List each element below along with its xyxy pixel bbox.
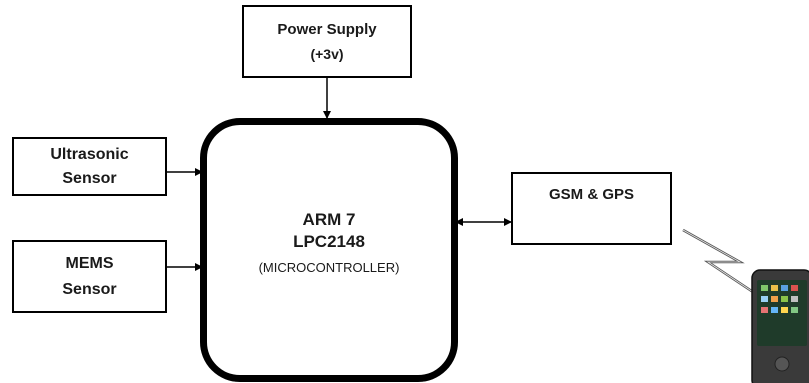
mems-sensor-label: Sensor	[62, 280, 117, 298]
ultrasonic-sensor-block: Ultrasonic Sensor	[12, 137, 167, 196]
power-supply-label: Power Supply	[277, 20, 377, 38]
power-supply-voltage: (+3v)	[310, 45, 344, 62]
mems-label: MEMS	[65, 254, 114, 272]
mems-sensor-block: MEMS Sensor	[12, 240, 167, 313]
power-supply-block: Power Supply (+3v)	[242, 5, 412, 78]
smartphone-icon	[751, 269, 809, 383]
mcu-model-label: LPC2148	[293, 232, 365, 251]
mcu-arm-label: ARM 7	[302, 210, 356, 229]
ultrasonic-label: Ultrasonic	[50, 145, 129, 163]
gsm-gps-block: GSM & GPS	[511, 172, 672, 245]
lightning-signal-icon	[682, 228, 766, 302]
mcu-type-label: (MICROCONTROLLER)	[258, 260, 400, 275]
gsm-gps-label: GSM & GPS	[548, 186, 634, 203]
ultrasonic-sensor-label: Sensor	[62, 169, 117, 187]
microcontroller-block: ARM 7 LPC2148 (MICROCONTROLLER)	[200, 118, 458, 382]
